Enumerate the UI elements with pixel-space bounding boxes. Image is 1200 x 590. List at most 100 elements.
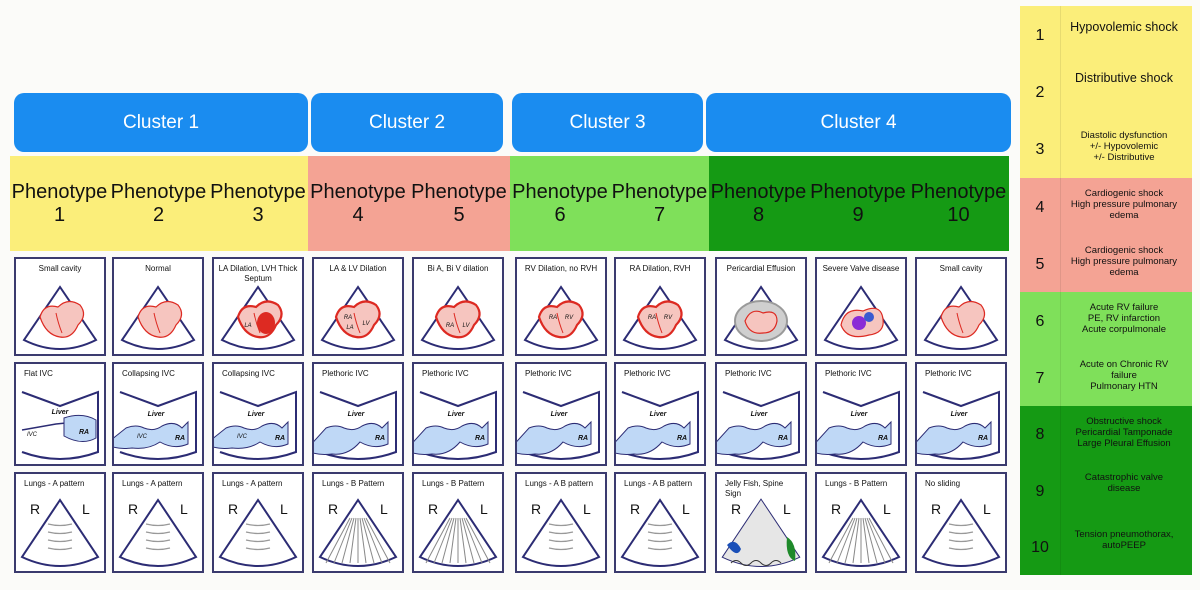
ivc-vessel <box>114 420 189 449</box>
card-caption: Plethoric IVC <box>525 369 572 378</box>
a-line <box>145 523 171 527</box>
ra-label: RA <box>79 429 89 436</box>
chamber-label: LV <box>462 323 470 329</box>
card-caption: Small cavity <box>939 264 983 273</box>
septum-line <box>253 312 261 334</box>
heart-drawing <box>734 300 788 342</box>
ivc-label: IVC <box>237 434 248 440</box>
heart-ultrasound-card: Severe Valve disease <box>815 257 907 356</box>
septum-line <box>956 312 964 334</box>
lung-marker-left: L <box>583 501 591 517</box>
legend-divider <box>1060 178 1061 235</box>
liver-label: Liver <box>52 409 70 416</box>
card-caption: Pericardial Effusion <box>726 264 796 273</box>
lung-drawing <box>948 523 974 551</box>
lung-ultrasound-card: R L No sliding <box>915 472 1007 573</box>
lung-marker-right: R <box>531 501 541 517</box>
legend-description: Hypovolemic shock <box>1070 20 1178 34</box>
phenotype-label: Phenotype <box>710 180 807 203</box>
heart-probe-view <box>823 285 899 350</box>
heart-outline <box>137 300 183 338</box>
phenotype-number: 3 <box>252 203 264 226</box>
heart-drawing <box>940 300 986 338</box>
lung-marker-left: L <box>280 501 288 517</box>
legend-divider <box>1060 63 1061 120</box>
lung-drawing <box>425 517 491 564</box>
liver-label: Liver <box>851 411 869 418</box>
probe-fan <box>620 498 700 567</box>
card-caption: RV Dilation, no RVH <box>524 264 598 273</box>
spine-green <box>786 537 796 561</box>
septum-line <box>453 312 461 334</box>
probe-fan <box>119 390 197 460</box>
a-line <box>245 539 271 543</box>
lung-marker-left: L <box>82 501 90 517</box>
phenotype-number: 2 <box>152 203 165 226</box>
probe-fan <box>621 390 699 460</box>
probe-fan <box>622 285 698 350</box>
chamber-label: RA <box>344 315 352 321</box>
heart-drawing: RA LV <box>434 300 481 339</box>
a-line <box>948 531 974 535</box>
septum-line <box>153 312 161 334</box>
probe-fan <box>921 498 1001 567</box>
chamber-label: LA <box>244 323 251 329</box>
probe-fan <box>318 498 398 567</box>
card-caption: Lungs - A pattern <box>122 479 183 488</box>
heart-probe-view: RA LV <box>420 285 496 350</box>
liver-label: Liver <box>348 411 366 418</box>
lung-marker-right: R <box>931 501 941 517</box>
heart-ultrasound-card: Pericardial Effusion <box>715 257 807 356</box>
valve-marker <box>852 316 866 330</box>
lung-marker-left: L <box>883 501 891 517</box>
heart-outline <box>334 300 381 339</box>
lung-marker-left: L <box>983 501 991 517</box>
ra-label: RA <box>578 435 588 442</box>
card-caption: Lungs - A pattern <box>222 479 283 488</box>
probe-fan <box>320 285 396 350</box>
chamber-label: RA <box>648 315 656 321</box>
legend-number: 8 <box>1035 426 1045 443</box>
b-line <box>463 517 483 564</box>
heart-probe-view <box>723 285 799 350</box>
ra-label: RA <box>275 435 285 442</box>
b-line <box>349 517 357 564</box>
b-line <box>361 517 375 564</box>
lung-marker-right: R <box>328 501 338 517</box>
b-line <box>333 517 353 564</box>
b-line <box>341 517 355 564</box>
chamber-label: RV <box>565 315 574 321</box>
card-caption: No sliding <box>925 479 961 488</box>
ra-label: RA <box>677 435 687 442</box>
chamber-label: RA <box>446 323 454 329</box>
liver-label: Liver <box>951 411 969 418</box>
ra-label: RA <box>175 435 185 442</box>
probe-fan <box>923 285 999 350</box>
lung-marker-left: L <box>480 501 488 517</box>
heart-outline <box>636 300 683 339</box>
heart-ultrasound-card: Normal <box>112 257 204 356</box>
card-caption: Lungs - B Pattern <box>322 479 385 488</box>
